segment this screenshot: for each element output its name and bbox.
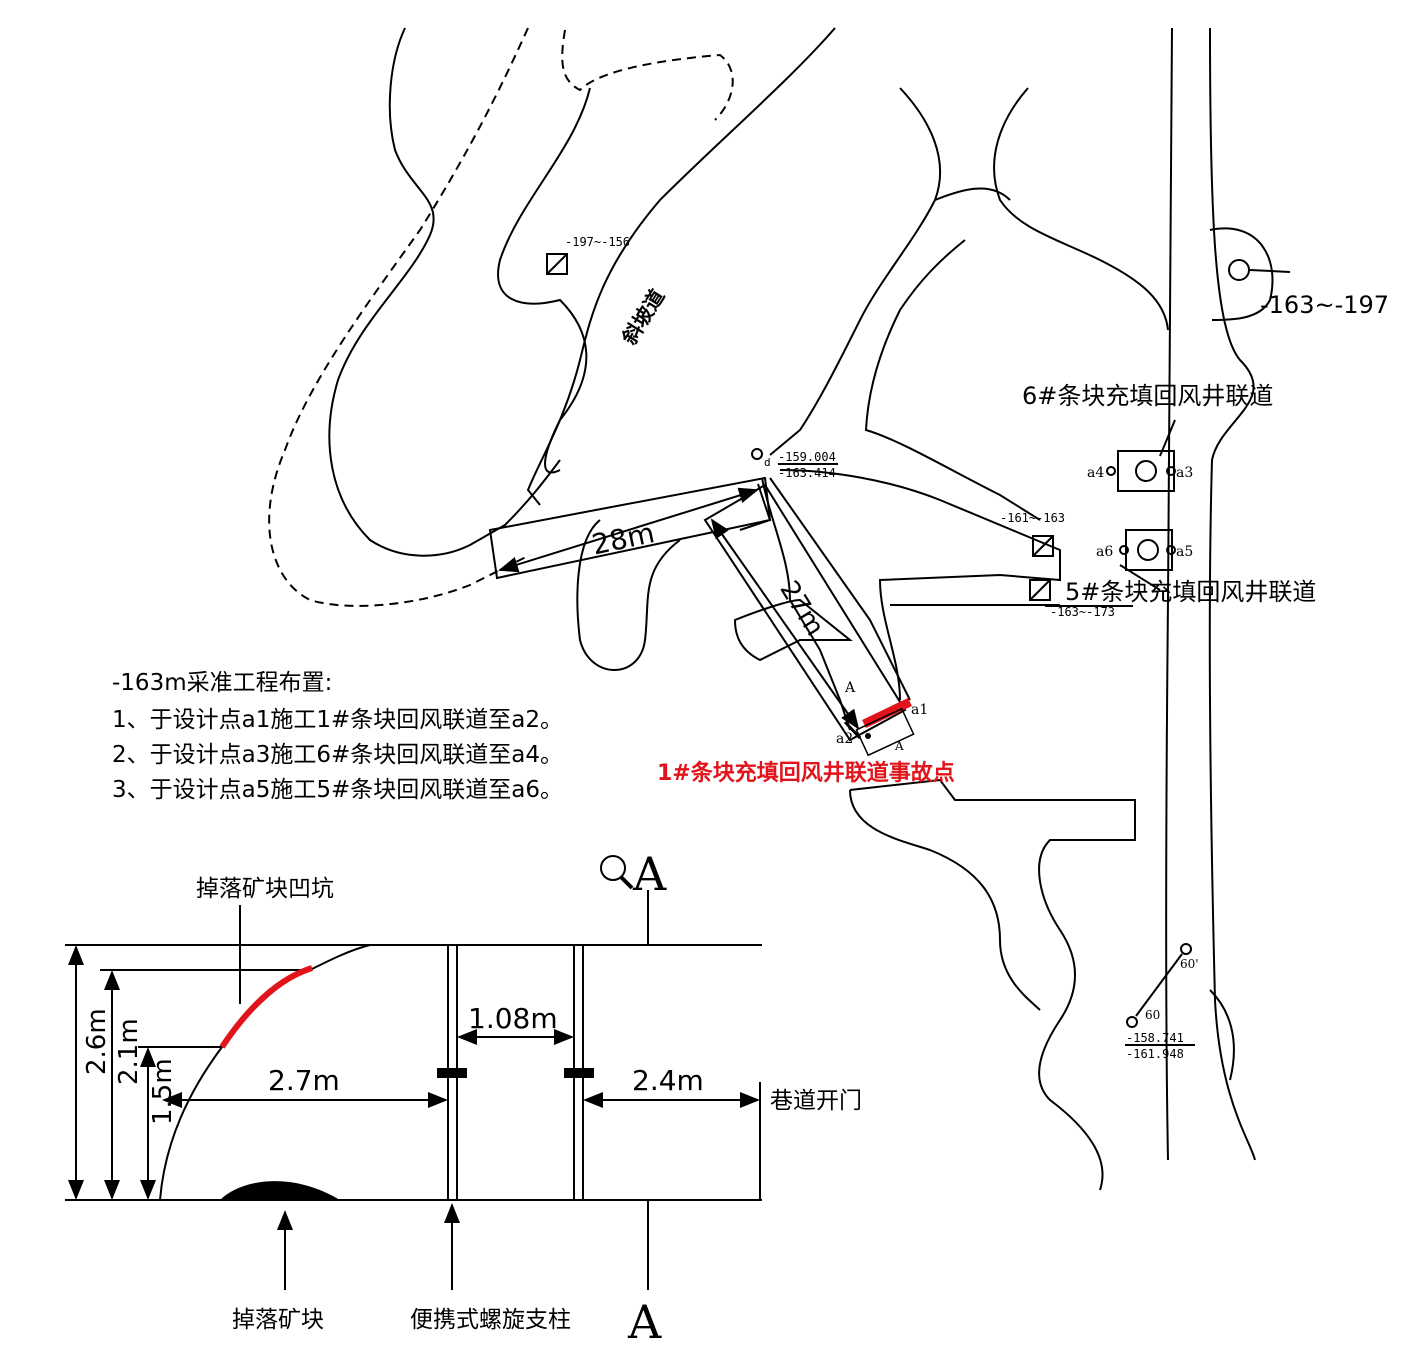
elev-shaft-upper: -197~-156	[565, 235, 630, 249]
incline-label: 斜坡道	[617, 285, 670, 349]
point-60-label: 60	[1145, 1008, 1160, 1022]
elev-mid-bottom: -163~-173	[1050, 605, 1115, 619]
section-marker-plan-2: A	[894, 739, 904, 753]
incline-lobe	[497, 87, 591, 474]
pit-arc	[219, 965, 313, 1049]
tunnel-south-passage	[849, 778, 1136, 1191]
incline-inner-dashed	[561, 29, 734, 121]
tunnel-north-arm-left	[769, 87, 942, 456]
dim-15-label: 1.5m	[148, 1058, 178, 1125]
plan-dimensions	[488, 476, 907, 742]
tunnel-east-passage	[779, 469, 1061, 701]
section-labels: A A 掉落矿块凹坑 2.6m 2.1m 1.5m 2.7m 1.08m 2.4…	[82, 847, 862, 1349]
dim-27-label: 27m	[773, 576, 829, 641]
elev-60-bottom: -161.948	[1126, 1047, 1184, 1061]
elev-60-top: -158.741	[1126, 1031, 1184, 1045]
elev-ne: -163~-197	[1260, 291, 1389, 319]
notes-title: -163m采准工程布置:	[112, 670, 332, 696]
dim-28-line	[498, 487, 759, 573]
accident-marker	[843, 697, 915, 757]
road5-box	[1125, 529, 1173, 571]
point-60prime-label: 60'	[1180, 957, 1199, 971]
plan-points	[546, 253, 1291, 1046]
drift-vertical-left	[1165, 27, 1173, 1161]
notes-item-1: 1、于设计点a1施工1#条块回风联道至a2。	[112, 707, 563, 733]
section-marker-top: A	[632, 847, 667, 901]
plan-view	[268, 27, 1274, 1191]
a4-label: a4	[1087, 465, 1104, 481]
drift-lower-right	[1209, 989, 1235, 1081]
dim-108-label: 1.08m	[468, 1002, 558, 1035]
shaft-square-upper	[546, 253, 568, 275]
incline-wall-right	[526, 27, 836, 506]
road6-box	[1117, 450, 1175, 492]
notes-block: -163m采准工程布置: 1、于设计点a1施工1#条块回风联道至a2。 2、于设…	[112, 670, 563, 803]
tunnel-inner-loop	[864, 239, 1041, 521]
door-label: 巷道开门	[770, 1088, 862, 1114]
a2-label: a2	[836, 731, 853, 747]
elev-d-bottom: -163.414	[778, 466, 836, 480]
tunnel-north-arm-right	[993, 87, 1169, 331]
tunnel-south-left	[849, 789, 1041, 1011]
ne-shaft-circle	[1228, 259, 1250, 281]
accident-label: 1#条块充填回风井联道事故点	[657, 760, 955, 786]
dim-27h-label: 2.7m	[268, 1064, 340, 1097]
rock-label: 掉落矿块	[232, 1307, 324, 1333]
a6-label: a6	[1096, 544, 1113, 560]
drift-ne-chamber	[1209, 227, 1274, 321]
tunnel-x-junction	[934, 187, 1011, 201]
elev-mid-top: -161~-163	[1000, 511, 1065, 525]
a3-label: a3	[1176, 465, 1193, 481]
dim-26-label: 2.6m	[82, 1008, 112, 1075]
incline-outer-dashed	[268, 27, 531, 607]
dim-28-label: 28m	[589, 516, 657, 561]
drift-vertical-right	[1208, 27, 1256, 1161]
cross-section	[65, 855, 762, 1290]
dim-21-label: 2.1m	[114, 1018, 144, 1085]
road6-label: 6#条块充填回风井联道	[1022, 382, 1273, 410]
incline-wall-left	[328, 27, 561, 557]
dim-27-line	[710, 518, 860, 730]
notes-item-3: 3、于设计点a5施工5#条块回风联道至a6。	[112, 777, 563, 803]
a1-label: a1	[911, 702, 928, 718]
road5-label: 5#条块充填回风井联道	[1065, 578, 1316, 606]
pillar-label: 便携式螺旋支柱	[410, 1307, 571, 1333]
point-d-label: d	[764, 456, 771, 469]
section-marker-plan-1: A	[844, 680, 856, 696]
pit-label: 掉落矿块凹坑	[196, 876, 334, 902]
shaft-square-mid	[1032, 535, 1054, 557]
dim-24-label: 2.4m	[632, 1064, 704, 1097]
plan-labels: 斜坡道 -197~-156 -163~-197 d -159.004 -163.…	[565, 235, 1389, 1061]
section-marker-bottom: A	[627, 1295, 662, 1349]
point-d-circle	[751, 448, 763, 460]
point-60prime	[1180, 943, 1192, 955]
elev-d-top: -159.004	[778, 450, 836, 464]
point-60	[1126, 1016, 1138, 1028]
tunnel-lower-blob	[576, 519, 681, 671]
fallen-rock	[220, 1181, 340, 1200]
notes-item-2: 2、于设计点a3施工6#条块回风联道至a4。	[112, 742, 563, 768]
a5-label: a5	[1176, 544, 1193, 560]
shaft-square-mid2	[1029, 579, 1051, 601]
